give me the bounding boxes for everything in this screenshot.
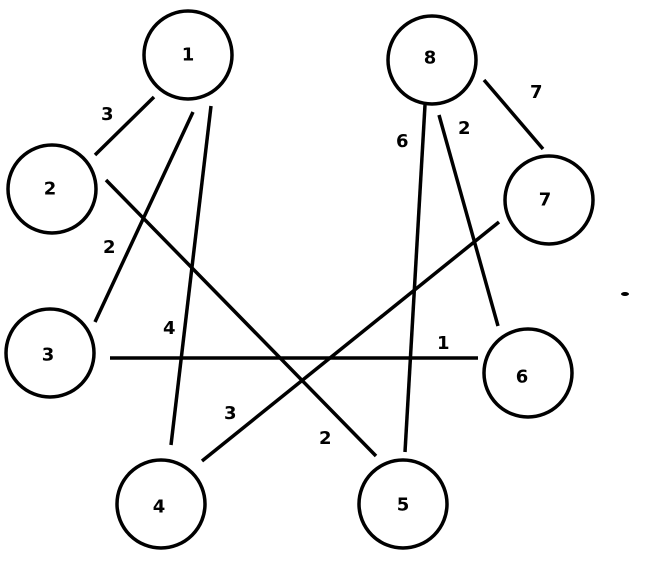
- node-circle: [357, 458, 449, 550]
- node-circle: [4, 307, 96, 399]
- node-label: 3: [42, 345, 55, 366]
- graph-node-7: 7: [503, 154, 595, 246]
- edge-8-6: [437, 114, 500, 327]
- edge-1-2: [93, 95, 156, 157]
- node-label: 6: [516, 367, 529, 388]
- node-circle: [6, 143, 98, 235]
- node-circle: [142, 9, 234, 101]
- node-label: 2: [44, 179, 57, 200]
- edge-1-4: [169, 105, 213, 446]
- edge-weight-8-7: 7: [530, 82, 543, 103]
- edge-2-5: [104, 178, 378, 458]
- node-label: 5: [397, 495, 410, 516]
- node-circle: [115, 458, 207, 550]
- node-label: 1: [182, 45, 195, 66]
- edge-8-5: [403, 104, 427, 453]
- edge-weight-8-5: 6: [396, 131, 409, 152]
- graph-node-8: 8: [386, 14, 478, 106]
- node-label: 7: [539, 190, 552, 211]
- node-circle: [503, 154, 595, 246]
- edge-weight-1-3: 2: [103, 237, 116, 258]
- edge-weight-3-6: 1: [437, 333, 450, 354]
- node-circle: [386, 14, 478, 106]
- edge-weight-4-7: 3: [224, 403, 237, 424]
- edge-4-7: [200, 220, 501, 463]
- graph-node-5: 5: [357, 458, 449, 550]
- graph-node-1: 1: [142, 9, 234, 101]
- edges-layer: [93, 78, 545, 463]
- edge-weight-8-6: 2: [458, 118, 471, 139]
- edge-weight-1-4: 4: [163, 318, 176, 339]
- node-label: 8: [424, 48, 437, 69]
- stray-dot: [621, 292, 629, 296]
- weights-layer: 3 2 4 2 1 3 6 2 7: [101, 82, 543, 449]
- nodes-layer: 1 2 3 4 5 6 7 8: [4, 9, 595, 550]
- graph-node-3: 3: [4, 307, 96, 399]
- graph-node-4: 4: [115, 458, 207, 550]
- edge-8-7: [482, 78, 545, 151]
- edge-weight-2-5: 2: [319, 428, 332, 449]
- graph-node-6: 6: [482, 327, 574, 419]
- node-circle: [482, 327, 574, 419]
- edge-weight-1-2: 3: [101, 104, 114, 125]
- graph-node-2: 2: [6, 143, 98, 235]
- node-label: 4: [153, 497, 166, 518]
